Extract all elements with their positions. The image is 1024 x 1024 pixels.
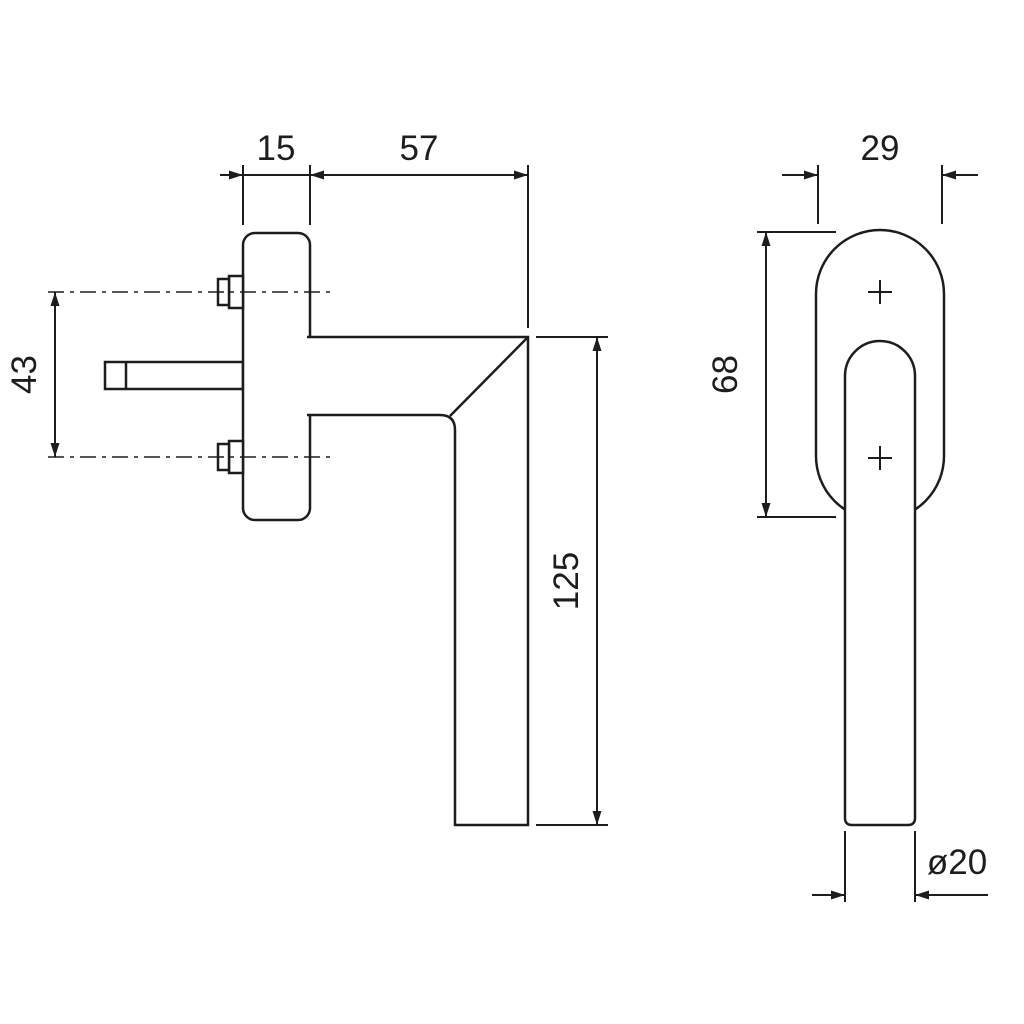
dim-label-rosette-depth: 15 xyxy=(257,129,296,168)
front-view: 29 68 ø20 xyxy=(706,129,988,902)
dim-label-arm-length: 57 xyxy=(400,129,439,168)
center-mark-top xyxy=(868,280,892,304)
dimension-grip-diameter: ø20 xyxy=(812,831,988,902)
handle-front xyxy=(843,339,917,827)
dimension-arm-length: 57 xyxy=(310,129,529,328)
dim-label-handle-length: 125 xyxy=(547,552,586,610)
miter-seam-line xyxy=(449,336,529,417)
dimension-rosette-height: 68 xyxy=(706,231,836,518)
side-view: 15 57 43 125 xyxy=(5,129,608,827)
spindle xyxy=(103,360,245,391)
rosette-side xyxy=(241,231,312,522)
dimension-screw-centres: 43 xyxy=(5,292,60,457)
dim-label-screw-centres: 43 xyxy=(5,355,44,394)
dimension-rosette-depth: 15 xyxy=(220,129,324,225)
dim-label-rosette-height: 68 xyxy=(706,355,745,394)
handle-side xyxy=(307,335,530,827)
dim-label-grip-diameter: ø20 xyxy=(927,843,987,882)
dimension-handle-length: 125 xyxy=(536,336,608,826)
center-mark-bottom xyxy=(868,446,892,470)
dimension-rosette-width: 29 xyxy=(782,129,978,224)
dim-label-rosette-width: 29 xyxy=(861,129,900,168)
